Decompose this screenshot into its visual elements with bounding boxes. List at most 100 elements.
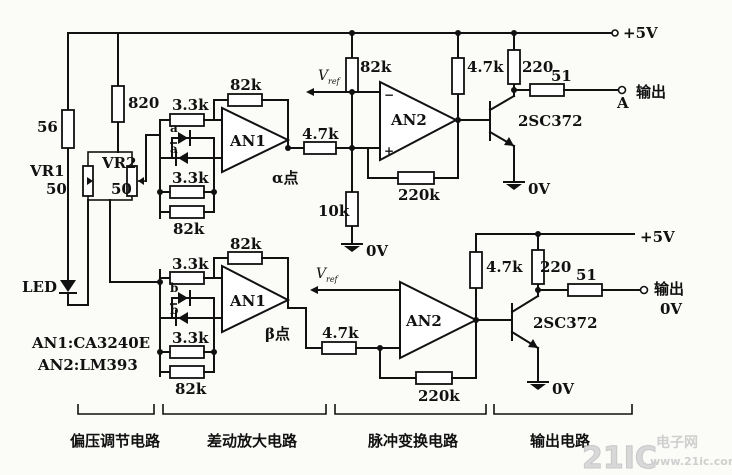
junction bbox=[157, 349, 163, 355]
resistor-56 bbox=[61, 109, 75, 149]
an2-upper-label: AN2 bbox=[390, 111, 427, 129]
junction bbox=[511, 30, 517, 36]
resistor-4.7k-lower-label: 4.7k bbox=[322, 324, 359, 342]
resistor-51-upper-label: 51 bbox=[551, 67, 572, 85]
resistor-3.3k-upper-b bbox=[169, 185, 205, 199]
watermark-logo: 21IC bbox=[582, 441, 657, 475]
resistor-82k-upper-bottom bbox=[169, 205, 205, 219]
section-bracket-pulse bbox=[334, 404, 487, 415]
resistor-51-lower-label: 51 bbox=[576, 266, 597, 284]
section-label-diffamp: 差动放大电路 bbox=[207, 432, 298, 450]
vr1-value: 50 bbox=[46, 180, 67, 198]
led-label: LED bbox=[22, 278, 57, 296]
ground-1-label: 0V bbox=[366, 242, 388, 260]
vref-lower-sub: ref bbox=[326, 275, 340, 284]
resistor-220-lower bbox=[531, 249, 545, 285]
resistor-3.3k-upper-a-label: 3.3k bbox=[172, 96, 209, 114]
junction bbox=[285, 145, 291, 151]
top-rail-terminal bbox=[611, 29, 619, 37]
resistor-220k-upper bbox=[397, 171, 435, 185]
op-amp-an1-upper bbox=[221, 106, 291, 174]
output-a-label: 输出 bbox=[636, 83, 666, 101]
vr1-label: VR1 bbox=[29, 162, 65, 180]
transistor-q2-label: 2SC372 bbox=[533, 314, 598, 332]
plus-sign: + bbox=[384, 144, 394, 158]
output-a-terminal bbox=[617, 85, 627, 95]
resistor-51-upper bbox=[529, 83, 565, 97]
an1-definition: AN1:CA3240E bbox=[31, 334, 150, 352]
diode-bbar bbox=[178, 312, 188, 324]
ground-2-label: 0V bbox=[528, 180, 550, 198]
comparator-an2-lower bbox=[399, 280, 479, 360]
vr1-wiper-arrow bbox=[87, 177, 93, 185]
ground-symbol-2-shape bbox=[506, 184, 522, 190]
resistor-3.3k-lower-b-label: 3.3k bbox=[172, 329, 209, 347]
resistor-51-lower bbox=[567, 283, 603, 297]
an2-lower-label: AN2 bbox=[405, 312, 442, 330]
ground-3-label: 0V bbox=[552, 380, 574, 398]
diode-b bbox=[178, 292, 188, 304]
diode-a-label: a bbox=[170, 121, 178, 135]
diode-bbar-label: b bbox=[170, 303, 178, 317]
vref-arrow-lower bbox=[310, 286, 318, 294]
diode-abar bbox=[178, 152, 188, 164]
resistor-820-label: 820 bbox=[128, 94, 159, 112]
junction bbox=[535, 231, 541, 237]
resistor-220-lower-label: 220 bbox=[540, 258, 571, 276]
output-0v-tag: 0V bbox=[660, 300, 682, 318]
resistor-4.7k-upper bbox=[303, 141, 337, 155]
resistor-220k-lower bbox=[415, 371, 453, 385]
resistor-4.7k-pullup-lower-label: 4.7k bbox=[486, 258, 523, 276]
resistor-82k-upper-top-label: 82k bbox=[230, 76, 262, 94]
resistor-82k-upper-bottom-label: 82k bbox=[173, 220, 205, 238]
output-0v-label: 输出 bbox=[654, 280, 684, 298]
watermark-url: www.21ic.com bbox=[650, 455, 732, 468]
junction bbox=[349, 30, 355, 36]
resistor-220k-lower-label: 220k bbox=[418, 387, 460, 405]
beta-node-label: β点 bbox=[265, 325, 290, 343]
resistor-82k-lower-top bbox=[227, 251, 263, 265]
resistor-4.7k-upper-label: 4.7k bbox=[302, 125, 339, 143]
vr2-potentiometer bbox=[126, 165, 138, 197]
an2-definition: AN2:LM393 bbox=[37, 356, 138, 374]
top-rail-label: +5V bbox=[623, 24, 658, 42]
comparator-an2-upper bbox=[379, 80, 459, 162]
resistor-3.3k-lower-b bbox=[169, 345, 205, 359]
transistor-q2-emitter-arrow bbox=[528, 339, 538, 348]
vref-upper-sub: ref bbox=[328, 77, 342, 86]
junction bbox=[349, 145, 355, 151]
junction bbox=[157, 189, 163, 195]
resistor-4.7k-pullup-upper-label: 4.7k bbox=[467, 58, 504, 76]
junction bbox=[211, 189, 217, 195]
alpha-node-label: α点 bbox=[272, 169, 299, 187]
section-bracket-output bbox=[493, 404, 633, 415]
an1-upper-label: AN1 bbox=[229, 132, 266, 150]
an1-lower-label: AN1 bbox=[229, 292, 266, 310]
wire bbox=[510, 294, 540, 314]
diode-a bbox=[178, 132, 188, 144]
vref-arrow-upper bbox=[306, 88, 314, 96]
transistor-q1-label: 2SC372 bbox=[518, 112, 583, 130]
resistor-220-upper bbox=[507, 49, 521, 85]
resistor-82k-divider bbox=[345, 57, 359, 93]
resistor-82k-upper-top bbox=[227, 93, 263, 107]
output-a-tag: A bbox=[616, 94, 629, 112]
section-bracket-diffamp bbox=[162, 404, 327, 415]
output-0v-terminal bbox=[639, 285, 649, 295]
resistor-4.7k-pullup-lower bbox=[469, 251, 483, 289]
vr2-label: VR2 bbox=[101, 154, 137, 172]
vr2-wiper-arrow bbox=[138, 177, 144, 185]
op-amp-an1-lower bbox=[221, 264, 291, 334]
resistor-4.7k-lower bbox=[321, 341, 357, 355]
resistor-820 bbox=[111, 85, 125, 123]
mid-rail-label: +5V bbox=[640, 228, 675, 246]
vref-upper-label: V bbox=[318, 68, 330, 84]
diode-b-label: b bbox=[170, 281, 178, 295]
watermark-site: 电子网 bbox=[656, 434, 698, 451]
resistor-10k bbox=[345, 191, 359, 227]
section-label-pulse: 脉冲变换电路 bbox=[367, 432, 459, 450]
led-diode bbox=[60, 280, 76, 292]
resistor-82k-lower-bottom bbox=[169, 365, 205, 379]
resistor-4.7k-pullup-upper bbox=[451, 57, 465, 95]
resistor-10k-label: 10k bbox=[318, 202, 350, 220]
